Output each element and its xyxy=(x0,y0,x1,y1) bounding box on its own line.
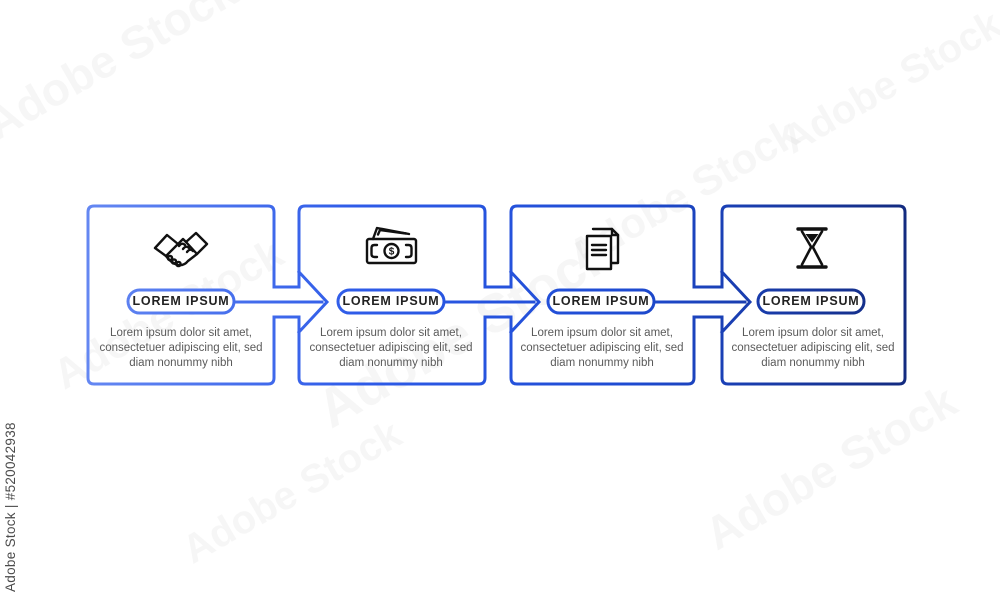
body-line: Lorem ipsum dolor sit amet, xyxy=(320,327,462,339)
svg-text:$: $ xyxy=(389,247,395,258)
arrowhead-icon xyxy=(719,269,753,335)
money-icon: $ xyxy=(364,224,420,271)
step-box-4 xyxy=(720,204,907,386)
step-box-2 xyxy=(297,315,487,386)
slot-bridge xyxy=(692,285,724,319)
body-line: diam nonummy nibh xyxy=(129,357,233,369)
slot-bridge xyxy=(272,285,301,319)
arrowhead-icon xyxy=(296,269,330,335)
body-line: diam nonummy nibh xyxy=(550,357,654,369)
body-line: consectetuer adipiscing elit, sed xyxy=(309,342,473,354)
stock-credit: Adobe Stock | #520042938 xyxy=(3,422,18,592)
step-box-2 xyxy=(297,204,487,289)
step-description: Lorem ipsum dolor sit amet, consectetuer… xyxy=(299,326,483,371)
arrowhead-icon xyxy=(508,269,542,335)
body-line: Lorem ipsum dolor sit amet, xyxy=(110,327,252,339)
step-title: LOREM IPSUM xyxy=(342,294,440,308)
step-box-3 xyxy=(509,204,696,289)
step-title-pill xyxy=(756,288,866,315)
step-title: LOREM IPSUM xyxy=(132,294,230,308)
step-title: LOREM IPSUM xyxy=(552,294,650,308)
body-line: diam nonummy nibh xyxy=(761,357,865,369)
step-box-3 xyxy=(509,315,696,386)
step-title-pill xyxy=(126,288,236,315)
step-description: Lorem ipsum dolor sit amet, consectetuer… xyxy=(510,326,694,371)
body-line: Lorem ipsum dolor sit amet, xyxy=(531,327,673,339)
step-title-pill xyxy=(546,288,656,315)
documents-icon xyxy=(582,226,622,277)
body-line: Lorem ipsum dolor sit amet, xyxy=(742,327,884,339)
body-line: consectetuer adipiscing elit, sed xyxy=(520,342,684,354)
step-box-1 xyxy=(86,204,276,386)
handshake-icon xyxy=(151,225,211,276)
step-description: Lorem ipsum dolor sit amet, consectetuer… xyxy=(89,326,273,371)
body-line: diam nonummy nibh xyxy=(339,357,443,369)
body-line: consectetuer adipiscing elit, sed xyxy=(99,342,263,354)
hourglass-icon xyxy=(795,225,829,276)
step-description: Lorem ipsum dolor sit amet, consectetuer… xyxy=(721,326,905,371)
slot-bridge xyxy=(483,285,513,319)
body-line: consectetuer adipiscing elit, sed xyxy=(731,342,895,354)
step-title-pill xyxy=(336,288,446,315)
step-title: LOREM IPSUM xyxy=(762,294,860,308)
